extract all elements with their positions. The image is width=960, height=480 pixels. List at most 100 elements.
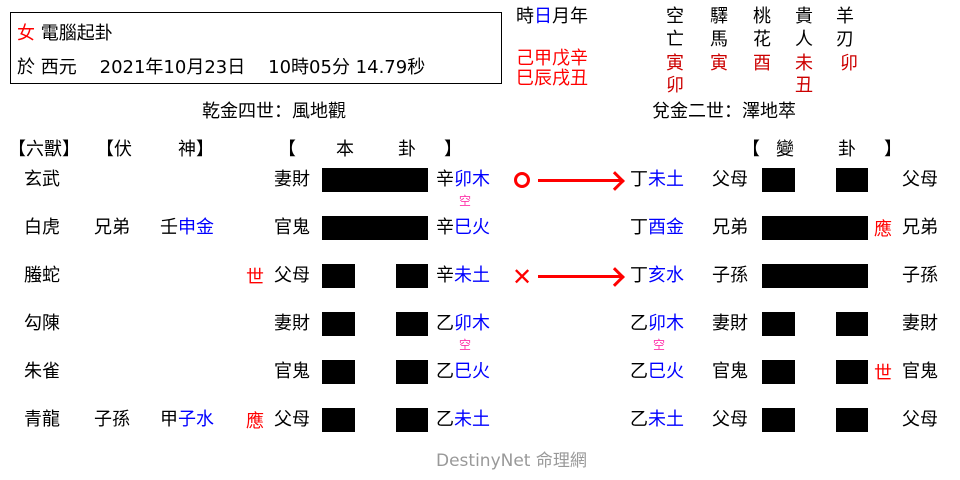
najia-branch: 卯木 [454, 169, 490, 190]
changed-relation: 兄弟 [712, 217, 748, 238]
changed-branch: 巳火 [648, 361, 684, 382]
six-beast: 玄武 [24, 169, 60, 190]
six-relation: 父母 [274, 409, 310, 430]
changed-stem: 乙 [630, 361, 648, 382]
hidden-god-header: 【伏 [96, 139, 132, 160]
changed-branch: 未土 [648, 409, 684, 430]
changed-header-open: 【 [742, 139, 760, 160]
changed-yin-line-left [762, 360, 795, 384]
date-value: 2021年10月23日 [99, 57, 246, 78]
changed-branch: 酉金 [648, 217, 684, 238]
method-title: 電腦起卦 [40, 23, 113, 44]
pillar-branches: 巳辰戌丑 [516, 68, 588, 89]
hidden-stem-branch: 甲子水 [160, 411, 214, 429]
hidden-branch: 申金 [178, 217, 214, 238]
changed-stem-branch: 乙未土 [630, 411, 684, 429]
month-label: 月 [552, 6, 570, 27]
shensha-label-bottom: 刃 [836, 29, 854, 50]
najia-stem: 辛 [436, 169, 454, 190]
six-beast: 朱雀 [24, 361, 60, 382]
najia-stem: 辛 [436, 217, 454, 238]
changed-yin-line-left [762, 312, 795, 336]
changed-relation: 妻財 [712, 313, 748, 334]
najia-stem: 辛 [436, 265, 454, 286]
yin-line-left [322, 408, 355, 432]
najia-branch: 未土 [454, 409, 490, 430]
changed-stem: 乙 [630, 409, 648, 430]
changed-palace-relation: 父母 [902, 169, 938, 190]
changed-header-gua: 卦 [838, 139, 856, 160]
najia-branch: 巳火 [454, 361, 490, 382]
yin-line-right [396, 408, 428, 432]
main-header-ben: 本 [336, 139, 354, 160]
shensha-value: 卯 [840, 53, 858, 74]
hour-label: 時 [516, 6, 534, 27]
changed-shi-ying-marker: 世 [874, 363, 892, 384]
shensha-label-bottom: 馬 [710, 29, 728, 50]
shensha-label-top: 羊 [836, 6, 854, 27]
stem-branch: 辛卯木 [436, 171, 490, 189]
shensha-label-top: 驛 [710, 6, 728, 27]
changed-yang-line [762, 264, 868, 288]
hidden-relation: 子孫 [94, 409, 130, 430]
stem-branch: 辛未土 [436, 267, 490, 285]
six-beast: 青龍 [24, 409, 60, 430]
change-arrow-head-icon [605, 171, 625, 191]
yin-line-left [322, 312, 355, 336]
changed-stem-branch: 乙卯木 [630, 315, 684, 333]
yin-line-right [396, 360, 428, 384]
changed-palace-relation: 妻財 [902, 313, 938, 334]
time-value: 10時05分 14.79秒 [268, 57, 426, 78]
footer-brand: DestinyNet 命理網 [436, 451, 587, 471]
changed-stem-branch: 乙巳火 [630, 363, 684, 381]
changed-stem-branch: 丁亥水 [630, 267, 684, 285]
changed-header-bian: 變 [776, 139, 794, 160]
changed-yin-line-right [836, 168, 868, 192]
shensha-value: 寅 [666, 53, 684, 74]
six-relation: 妻財 [274, 313, 310, 334]
changed-shi-ying-marker: 應 [874, 219, 892, 240]
yin-line-right [396, 264, 428, 288]
hidden-branch: 子水 [178, 409, 214, 430]
yin-line-right [396, 312, 428, 336]
stem-branch: 乙卯木 [436, 315, 490, 333]
shi-ying-marker: 世 [246, 267, 264, 288]
najia-branch: 未土 [454, 265, 490, 286]
six-relation: 妻財 [274, 169, 310, 190]
six-relation: 官鬼 [274, 217, 310, 238]
shensha-value: 丑 [795, 75, 813, 96]
void-marker: 空 [459, 338, 472, 352]
stem-branch: 乙未土 [436, 411, 490, 429]
year-label: 年 [570, 6, 588, 27]
changed-palace-relation: 父母 [902, 409, 938, 430]
gender-label: 女 [17, 23, 35, 44]
shensha-value: 未 [795, 53, 813, 74]
changed-relation: 父母 [712, 409, 748, 430]
shensha-label-bottom: 亡 [666, 29, 684, 50]
change-arrow-line [538, 275, 622, 278]
najia-stem: 乙 [436, 313, 454, 334]
shensha-value: 卯 [666, 75, 684, 96]
changed-yin-line-right [836, 312, 868, 336]
changed-branch: 卯木 [648, 313, 684, 334]
change-arrow-head-icon [605, 267, 625, 287]
changed-relation: 子孫 [712, 265, 748, 286]
changed-branch: 未土 [648, 169, 684, 190]
changed-yang-line [762, 216, 868, 240]
yin-line-left [322, 264, 355, 288]
main-header-open: 【 [278, 139, 296, 160]
changed-stem: 丁 [630, 217, 648, 238]
changed-stem: 丁 [630, 265, 648, 286]
hidden-relation: 兄弟 [94, 217, 130, 238]
najia-stem: 乙 [436, 409, 454, 430]
six-relation: 官鬼 [274, 361, 310, 382]
date-prefix: 於 西元 [17, 57, 77, 78]
changed-header-close: 】 [884, 139, 902, 160]
hidden-stem: 壬 [160, 217, 178, 238]
shensha-label-top: 桃 [753, 6, 771, 27]
six-beast: 勾陳 [24, 313, 60, 334]
moving-yang-circle-icon [514, 172, 530, 188]
najia-branch: 卯木 [454, 313, 490, 334]
change-arrow-line [538, 179, 622, 182]
stem-branch: 辛巳火 [436, 219, 490, 237]
